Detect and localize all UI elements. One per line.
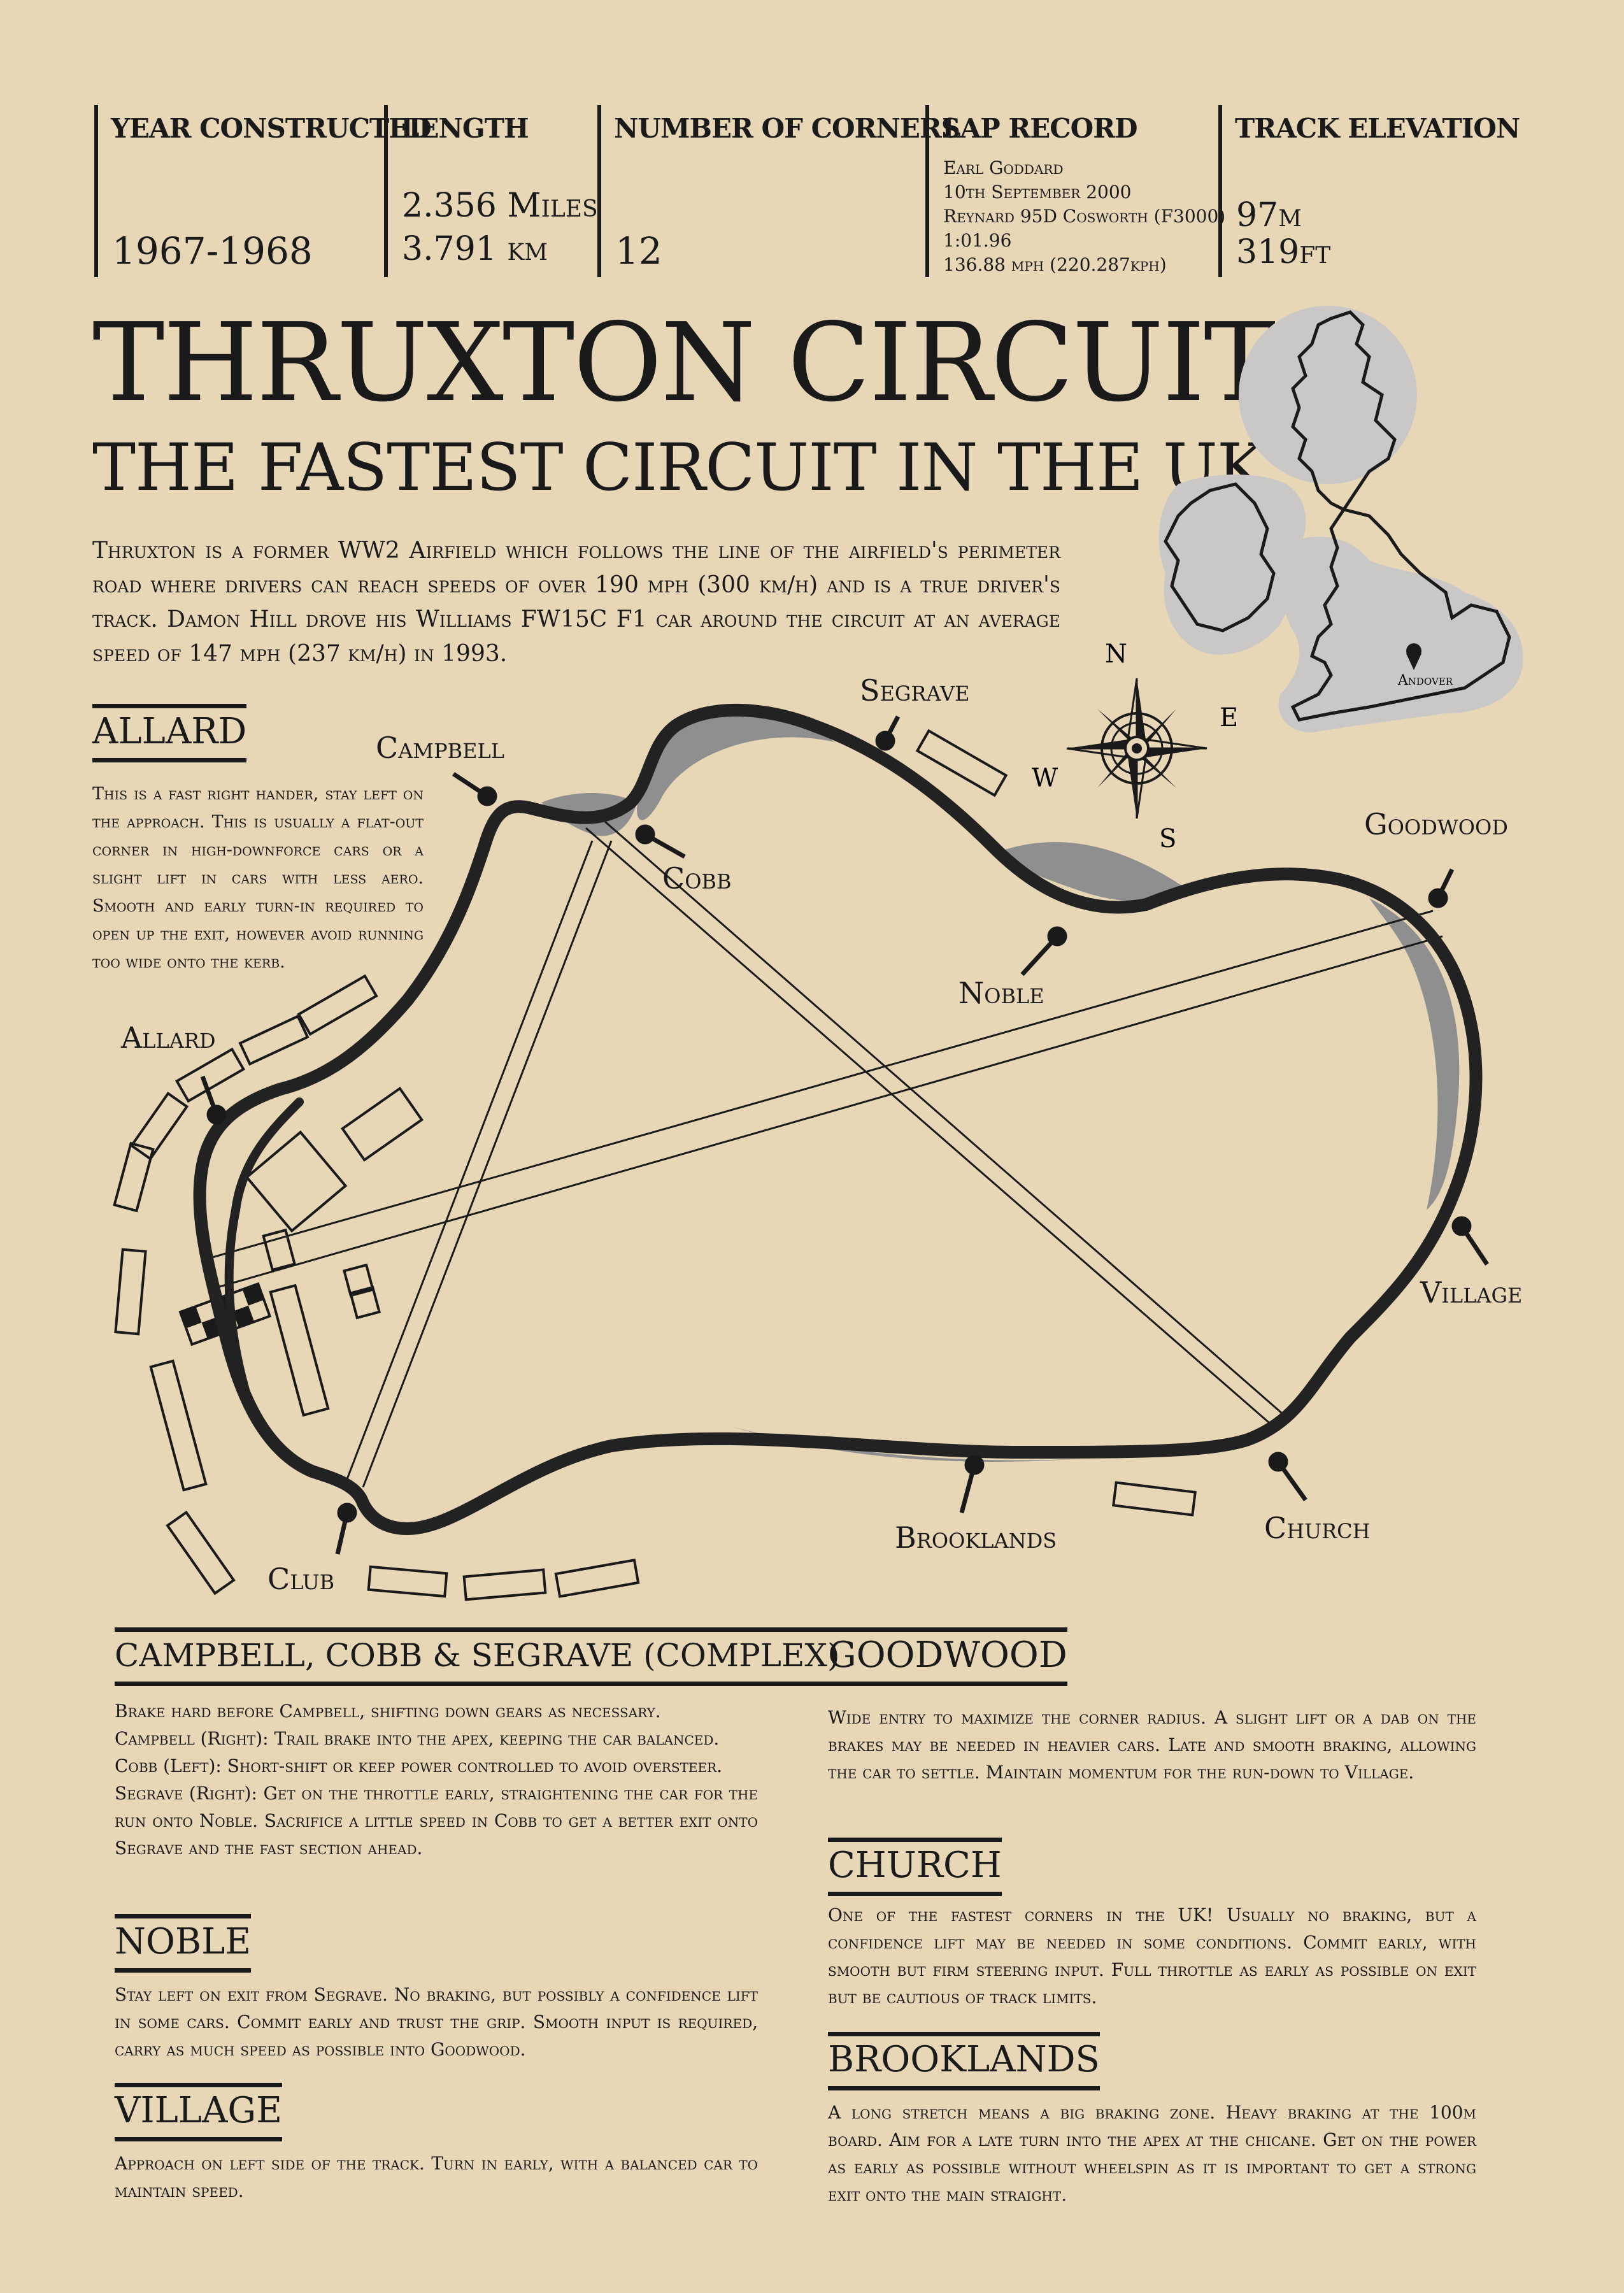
section-village-text: Approach on left side of the track. Turn… bbox=[115, 2153, 758, 2201]
section-complex-title: CAMPBELL, COBB & SEGRAVE (COMPLEX) bbox=[115, 1627, 840, 1686]
page-title: THRUXTON CIRCUIT bbox=[92, 300, 1276, 426]
stat-year: YEAR CONSTRUCTED 1967-1968 bbox=[94, 105, 432, 277]
airfield-runways bbox=[210, 820, 1443, 1488]
section-complex-text-2: Campbell (Right): Trail brake into the a… bbox=[115, 1728, 720, 1749]
compass-w: W bbox=[1032, 764, 1058, 793]
section-allard-body: This is a fast right hander, stay left o… bbox=[92, 780, 424, 976]
stat-elevation-m: 97m bbox=[1236, 196, 1302, 234]
corner-label-church: Church bbox=[1264, 1511, 1371, 1545]
stat-year-label: YEAR CONSTRUCTED bbox=[111, 113, 432, 144]
stat-elevation-label: TRACK ELEVATION bbox=[1235, 113, 1520, 144]
compass-s: S bbox=[1159, 824, 1176, 854]
intro-paragraph: Thruxton is a former WW2 Airfield which … bbox=[92, 538, 1060, 667]
section-brooklands-title: BROOKLANDS bbox=[828, 2032, 1100, 2090]
corner-label-brooklands: Brooklands bbox=[895, 1520, 1057, 1555]
section-complex-text-1: Brake hard before Campbell, shifting dow… bbox=[115, 1701, 661, 1722]
stat-length-km: 3.791 km bbox=[402, 230, 548, 268]
lap-speed: 136.88 mph (220.287kph) bbox=[943, 254, 1167, 275]
stat-lap-record: LAP RECORD Earl Goddard 10th September 2… bbox=[925, 105, 1225, 277]
section-church-body: One of the fastest corners in the UK! Us… bbox=[828, 1901, 1476, 2011]
section-complex-body: Brake hard before Campbell, shifting dow… bbox=[115, 1697, 758, 1862]
corner-label-village: Village bbox=[1420, 1275, 1522, 1310]
compass-rose-icon: N E S W bbox=[1032, 639, 1238, 854]
corner-label-goodwood: Goodwood bbox=[1364, 807, 1508, 841]
stat-lap-details: Earl Goddard 10th September 2000 Reynard… bbox=[943, 156, 1225, 277]
stat-length-miles: 2.356 Miles bbox=[402, 187, 598, 225]
section-goodwood-text: Wide entry to maximize the corner radius… bbox=[828, 1707, 1476, 1783]
stat-length-label: LENGTH bbox=[401, 113, 529, 144]
corner-label-club: Club bbox=[267, 1562, 334, 1596]
section-church-text: One of the fastest corners in the UK! Us… bbox=[828, 1904, 1476, 2008]
stat-length: LENGTH 2.356 Miles 3.791 km bbox=[384, 105, 598, 277]
section-church-title: CHURCH bbox=[828, 1838, 1002, 1896]
airfield-buildings bbox=[113, 729, 1197, 1601]
corner-label-noble: Noble bbox=[958, 976, 1044, 1010]
section-goodwood-title: GOODWOOD bbox=[828, 1627, 1067, 1686]
stat-elevation-value: 97m 319ft bbox=[1236, 197, 1330, 271]
corner-label-campbell: Campbell bbox=[376, 731, 504, 765]
page-subtitle: THE FASTEST CIRCUIT IN THE UK bbox=[92, 430, 1265, 506]
stat-corners: NUMBER OF CORNERS 12 bbox=[597, 105, 960, 277]
section-noble-title: NOBLE bbox=[115, 1914, 252, 1973]
section-brooklands-text: A long stretch means a big braking zone.… bbox=[828, 2102, 1476, 2205]
compass-n: N bbox=[1105, 639, 1127, 669]
section-noble-text: Stay left on exit from Segrave. No braki… bbox=[115, 1984, 758, 2060]
compass-e: E bbox=[1220, 703, 1238, 732]
map-location-label: Andover bbox=[1397, 673, 1453, 689]
section-complex-text-4: Segrave (Right): Get on the throttle ear… bbox=[115, 1783, 758, 1859]
race-track-outline bbox=[193, 703, 1483, 1535]
stat-year-value: 1967-1968 bbox=[112, 229, 313, 273]
track-map: Andover N E S W bbox=[113, 306, 1523, 1601]
stat-elevation: TRACK ELEVATION 97m 319ft bbox=[1218, 105, 1524, 277]
stat-corners-label: NUMBER OF CORNERS bbox=[614, 113, 960, 144]
stat-elevation-ft: 319ft bbox=[1236, 233, 1331, 271]
section-noble-body: Stay left on exit from Segrave. No braki… bbox=[115, 1981, 758, 2063]
section-village-body: Approach on left side of the track. Turn… bbox=[115, 2150, 758, 2204]
lap-time: 1:01.96 bbox=[943, 230, 1012, 251]
corner-label-cobb: Cobb bbox=[662, 861, 731, 896]
corner-label-segrave: Segrave bbox=[860, 673, 970, 708]
stat-length-value: 2.356 Miles 3.791 km bbox=[402, 184, 598, 271]
stat-lap-label: LAP RECORD bbox=[942, 113, 1138, 144]
section-allard-title: ALLARD bbox=[92, 704, 247, 762]
corner-label-allard: Allard bbox=[120, 1020, 216, 1055]
section-complex-text-3: Cobb (Left): Short-shift or keep power c… bbox=[115, 1755, 723, 1776]
corner-labels: Campbell Segrave Cobb Goodwood Noble All… bbox=[120, 673, 1522, 1596]
section-village-title: VILLAGE bbox=[115, 2083, 282, 2141]
lap-driver: Earl Goddard bbox=[943, 157, 1064, 178]
lap-car: Reynard 95D Cosworth (F3000) bbox=[943, 206, 1226, 227]
lap-date: 10th September 2000 bbox=[943, 182, 1132, 203]
section-goodwood-body: Wide entry to maximize the corner radius… bbox=[828, 1704, 1476, 1786]
uk-map-icon: Andover bbox=[1158, 306, 1523, 732]
stat-corners-value: 12 bbox=[615, 229, 662, 273]
section-brooklands-body: A long stretch means a big braking zone.… bbox=[828, 2099, 1476, 2208]
section-allard-text: This is a fast right hander, stay left o… bbox=[92, 784, 424, 972]
runoff-areas bbox=[541, 706, 1460, 1462]
corner-markers bbox=[200, 715, 1489, 1555]
